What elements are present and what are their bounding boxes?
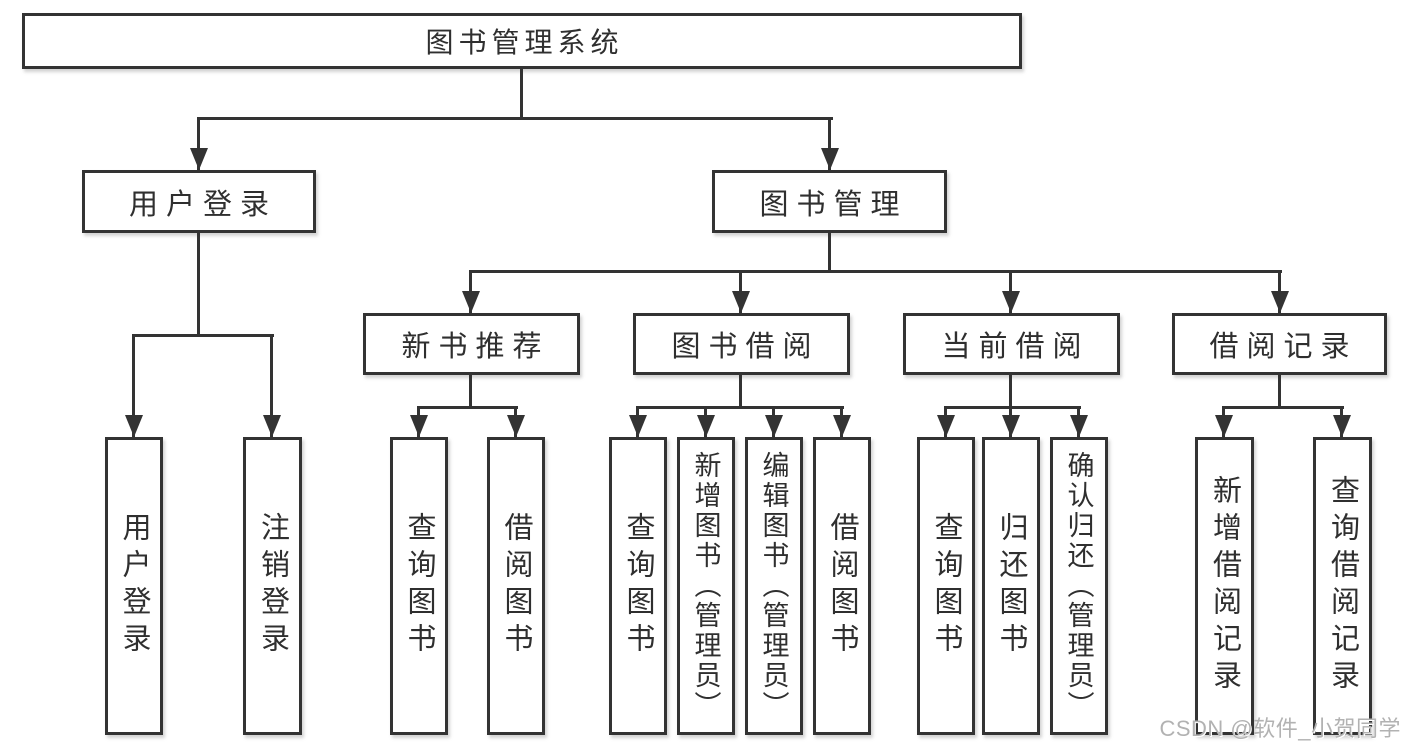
arrowhead-down <box>190 148 208 170</box>
watermark: CSDN @软件_小贺同学 <box>1159 716 1401 741</box>
node-query-books-recommend: 查询图书 <box>390 437 448 735</box>
arrowhead-down <box>1271 291 1289 313</box>
arrowhead-down <box>821 148 839 170</box>
connector-line <box>828 233 831 273</box>
arrowhead-down <box>1002 291 1020 313</box>
connector-line <box>1222 406 1344 409</box>
connector-line <box>944 406 1081 409</box>
node-return-book: 归还图书 <box>982 437 1040 735</box>
arrowhead-down <box>462 291 480 313</box>
arrowhead-down <box>125 415 143 437</box>
connector-line <box>270 334 273 437</box>
arrowhead-down <box>1333 415 1351 437</box>
arrowhead-down <box>937 415 955 437</box>
node-current-borrowing: 当前借阅 <box>903 313 1120 375</box>
connector-line <box>520 69 523 118</box>
connector-line <box>739 375 742 408</box>
node-logout: 注销登录 <box>243 437 302 735</box>
connector-line <box>1278 375 1281 408</box>
node-edit-book-admin: 编辑图书（管理员） <box>745 437 803 735</box>
connector-line <box>197 233 200 336</box>
connector-line <box>417 406 518 409</box>
connector-line <box>132 334 274 337</box>
node-query-books-current: 查询图书 <box>917 437 975 735</box>
arrowhead-down <box>1002 415 1020 437</box>
node-query-books-borrowing: 查询图书 <box>609 437 667 735</box>
arrowhead-down <box>263 415 281 437</box>
node-book-borrowing: 图书借阅 <box>633 313 850 375</box>
arrowhead-down <box>697 415 715 437</box>
connector-line <box>132 334 135 437</box>
node-borrowing-records: 借阅记录 <box>1172 313 1387 375</box>
arrowhead-down <box>765 415 783 437</box>
node-add-borrow-record: 新增借阅记录 <box>1195 437 1254 735</box>
node-borrow-books-recommend: 借阅图书 <box>487 437 545 735</box>
connector-line <box>636 406 844 409</box>
arrowhead-down <box>507 415 525 437</box>
node-root: 图书管理系统 <box>22 13 1022 69</box>
arrowhead-down <box>629 415 647 437</box>
connector-line <box>828 117 831 170</box>
connector-line <box>469 270 1282 273</box>
node-book-management: 图书管理 <box>712 170 947 233</box>
connector-line <box>1009 375 1012 408</box>
node-user-login-action: 用户登录 <box>105 437 163 735</box>
arrowhead-down <box>1215 415 1233 437</box>
connector-line <box>197 117 833 120</box>
node-borrow-books-borrowing: 借阅图书 <box>813 437 871 735</box>
node-add-book-admin: 新增图书（管理员） <box>677 437 735 735</box>
connector-line <box>469 375 472 408</box>
arrowhead-down <box>732 291 750 313</box>
node-user-login: 用户登录 <box>82 170 316 233</box>
node-query-borrow-record: 查询借阅记录 <box>1313 437 1372 735</box>
arrowhead-down <box>410 415 428 437</box>
arrowhead-down <box>1070 415 1088 437</box>
connector-line <box>197 117 200 170</box>
arrowhead-down <box>833 415 851 437</box>
node-new-book-recommendation: 新书推荐 <box>363 313 580 375</box>
node-confirm-return-admin: 确认归还（管理员） <box>1050 437 1108 735</box>
